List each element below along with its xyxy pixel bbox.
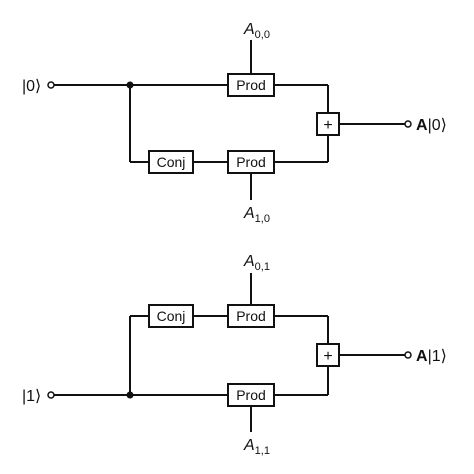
prod-box-bottom: Prod (227, 150, 275, 174)
prod-label: Prod (236, 387, 266, 403)
sum-box: + (316, 343, 340, 367)
output-label: A|0⟩ (416, 117, 447, 134)
sum-box: + (316, 112, 340, 136)
bottom-circuit: Prod Prod Conj + |1⟩ A|1⟩ A0,1 A1,1 (22, 253, 447, 457)
conj-label: Conj (157, 154, 186, 170)
output-terminal (404, 120, 412, 128)
top-circuit: Prod Prod Conj + |0⟩ A|0⟩ A0,0 A1,0 (22, 21, 447, 225)
conj-label: Conj (157, 308, 186, 324)
prod-label: Prod (236, 77, 266, 93)
input-terminal (47, 391, 55, 399)
input-terminal (47, 81, 55, 89)
coefficient-label: A0,1 (243, 253, 270, 273)
conj-box: Conj (148, 150, 194, 174)
coef-subscript: 0,1 (255, 261, 270, 273)
prod-box-bottom: Prod (227, 383, 275, 407)
prod-box-top: Prod (227, 304, 275, 328)
output-ket: |1⟩ (428, 348, 447, 365)
coef-base: A (243, 205, 255, 222)
input-label: |1⟩ (22, 388, 41, 405)
prod-label: Prod (236, 154, 266, 170)
sum-label: + (323, 117, 332, 134)
coef-subscript: 0,0 (255, 29, 270, 41)
prod-label: Prod (236, 308, 266, 324)
coef-base: A (243, 437, 255, 454)
output-operator: A (416, 117, 428, 134)
input-label: |0⟩ (22, 78, 41, 95)
coef-subscript: 1,1 (255, 445, 270, 457)
coefficient-label: A0,0 (243, 21, 270, 41)
conj-box: Conj (148, 304, 194, 328)
coef-subscript: 1,0 (255, 213, 270, 225)
coef-base: A (243, 253, 255, 270)
junction-dot (126, 391, 134, 399)
coefficient-label: A1,0 (243, 205, 270, 225)
coef-base: A (243, 21, 255, 38)
junction-dot (126, 81, 134, 89)
output-ket: |0⟩ (428, 117, 447, 134)
output-terminal (404, 351, 412, 359)
coefficient-label: A1,1 (243, 437, 270, 457)
prod-box-top: Prod (227, 73, 275, 97)
sum-label: + (323, 348, 332, 365)
output-label: A|1⟩ (416, 348, 447, 365)
output-operator: A (416, 348, 428, 365)
